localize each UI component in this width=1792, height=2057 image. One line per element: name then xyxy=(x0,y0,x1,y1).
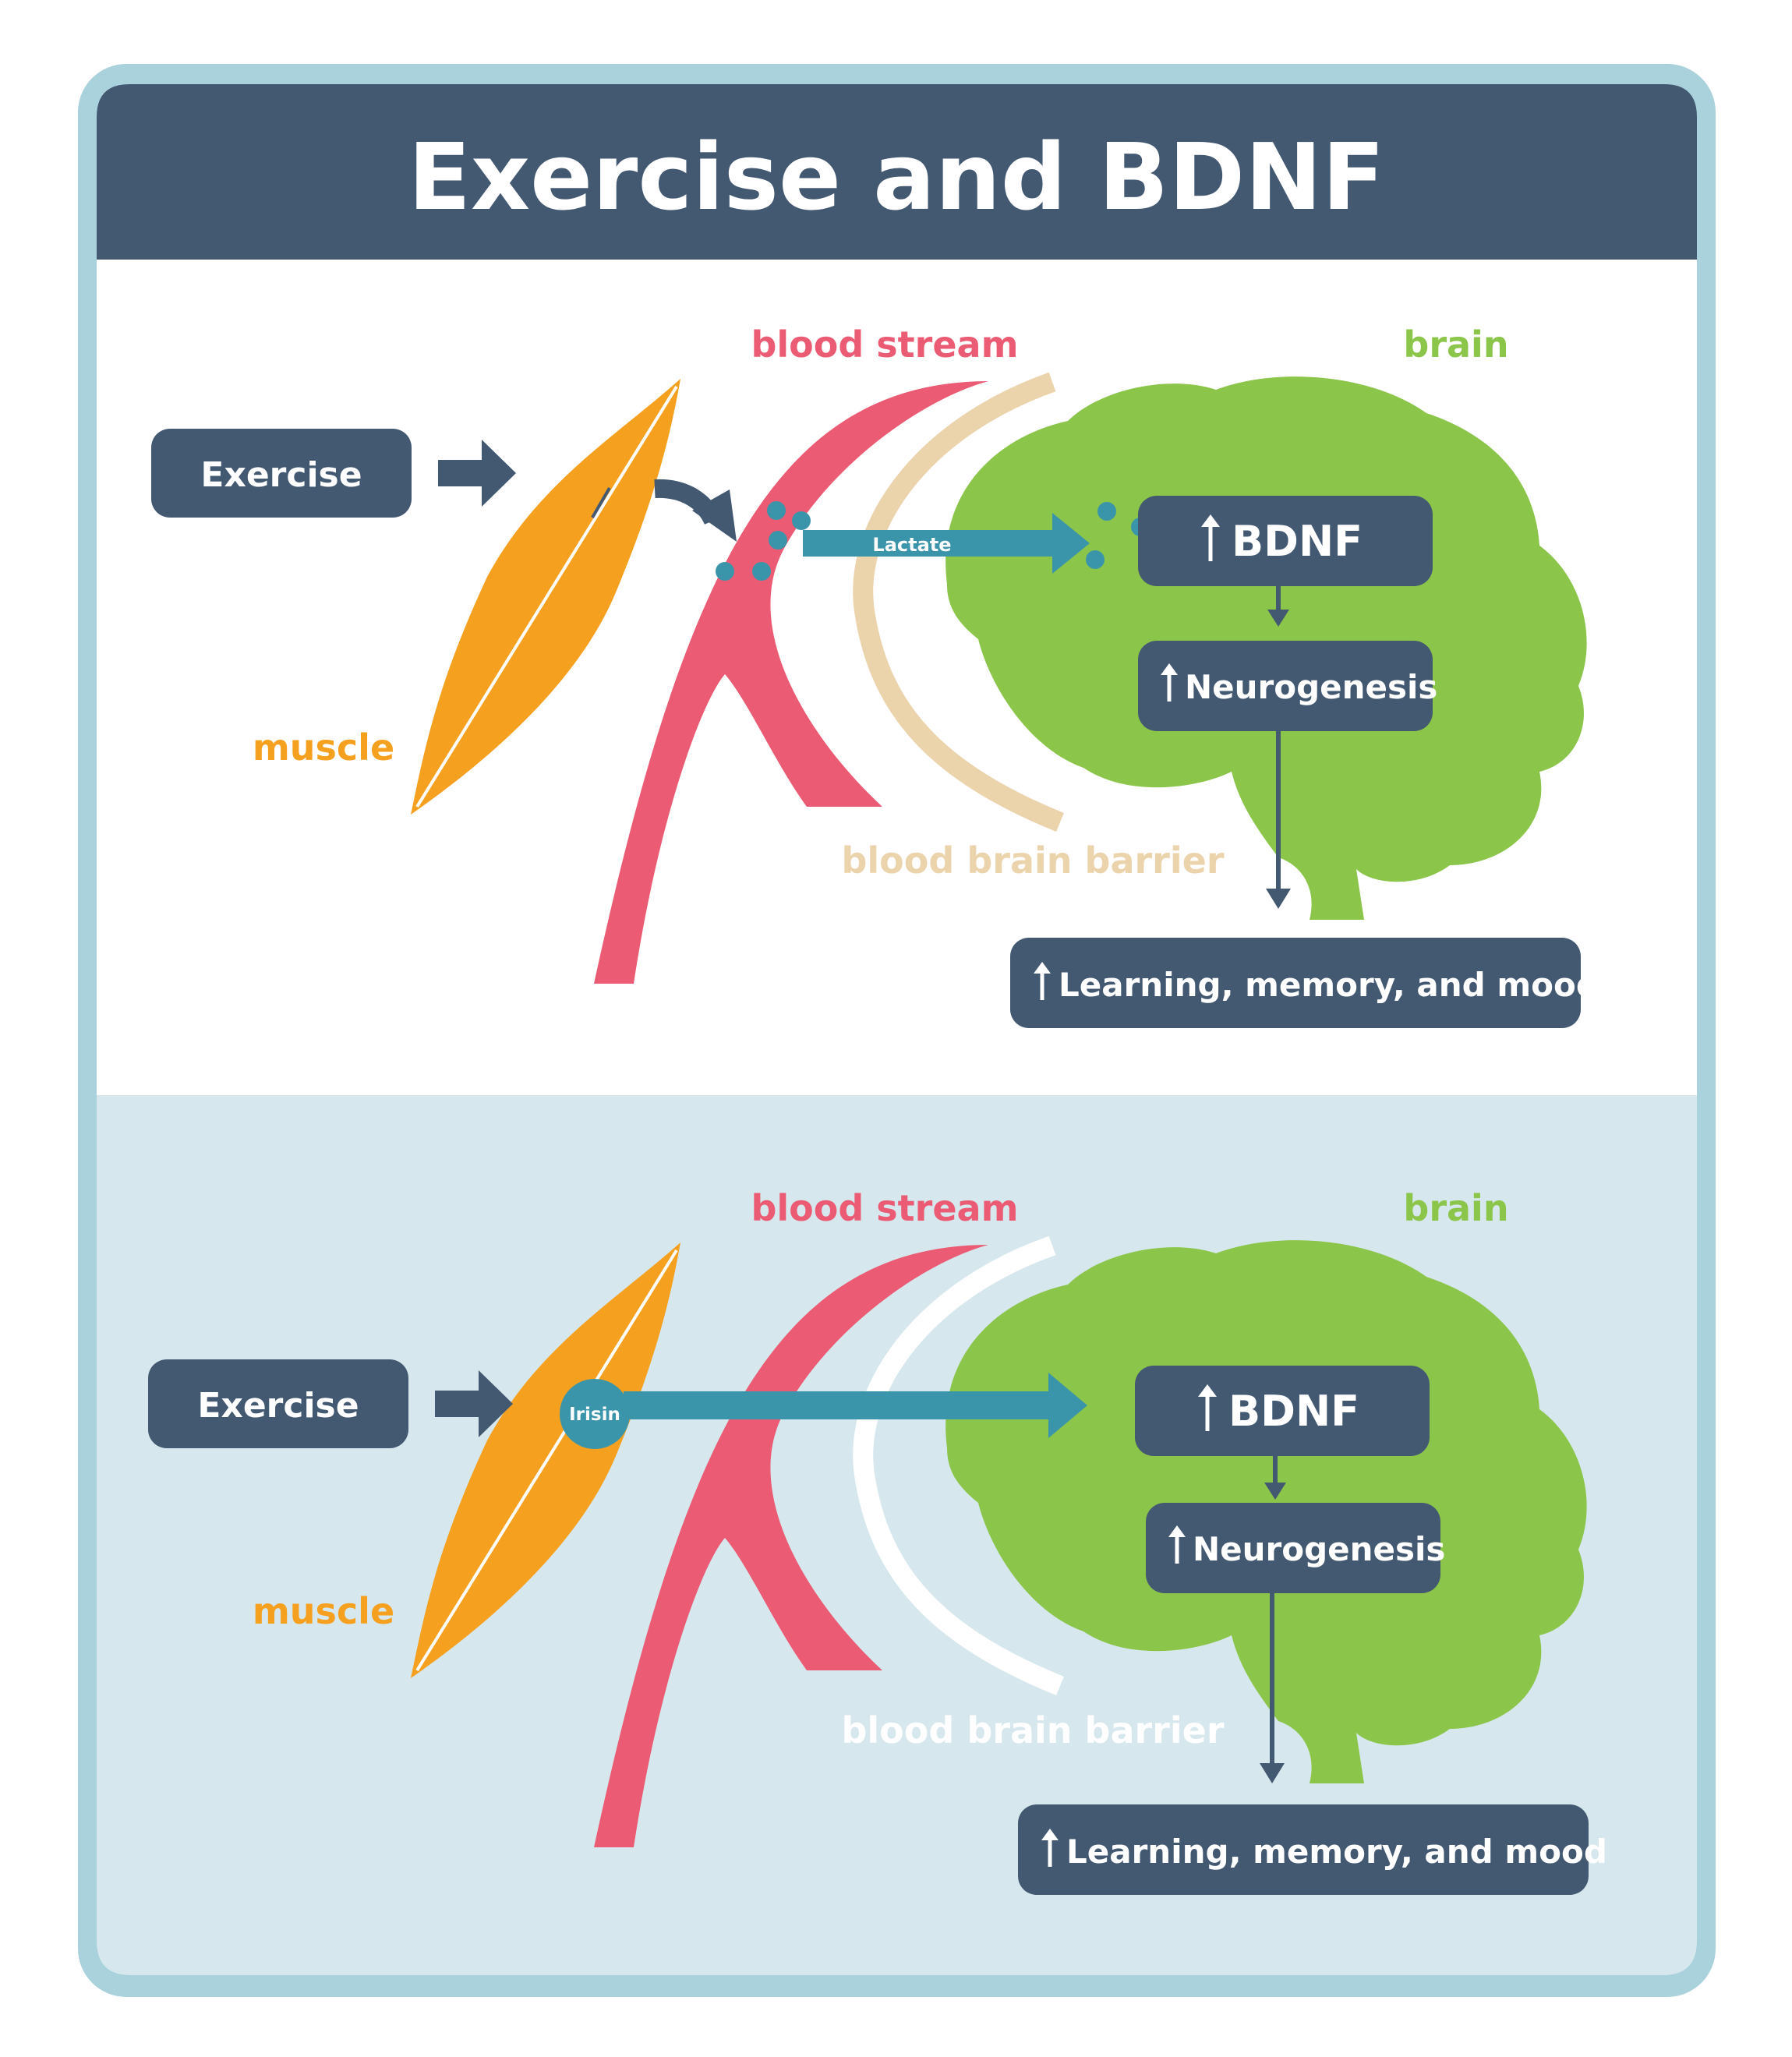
bdnf-label: BDNF xyxy=(1228,1387,1359,1436)
irisin-arrow xyxy=(624,1373,1087,1438)
lactate-dot xyxy=(767,501,786,520)
panel-lactate: Exercise Lactate BDNF xyxy=(151,323,1599,1028)
up-arrow-icon xyxy=(1201,514,1220,561)
neurogenesis-box xyxy=(1138,641,1433,731)
panel-irisin: Exercise Irisin BDNF Neurogenesis xyxy=(148,1187,1607,1895)
up-arrow-icon xyxy=(1168,1525,1186,1564)
exercise-box xyxy=(151,429,412,518)
blood-brain-barrier xyxy=(853,1235,1064,1696)
outcome-label: Learning, memory, and mood xyxy=(1059,966,1599,1004)
brain-label: brain xyxy=(1403,323,1508,366)
lactate-dot xyxy=(716,562,734,581)
arrow-exercise-to-muscle xyxy=(438,440,516,507)
lactate-dots xyxy=(716,501,1150,581)
barrier-label: blood brain barrier xyxy=(841,1709,1224,1751)
barrier-label: blood brain barrier xyxy=(841,839,1224,882)
arrow-bdnf-to-neurogenesis-head xyxy=(1267,610,1289,627)
lactate-label: Lactate xyxy=(872,534,951,556)
up-arrow-icon xyxy=(1198,1384,1217,1431)
up-arrow-icon xyxy=(1161,663,1178,702)
muscle-fiber-line xyxy=(415,1249,678,1672)
arrow-exercise-to-muscle xyxy=(435,1370,513,1437)
exercise-label: Exercise xyxy=(197,1386,359,1426)
irisin-label: Irisin xyxy=(569,1405,620,1425)
bdnf-label: BDNF xyxy=(1232,517,1363,566)
lactate-dot xyxy=(752,562,771,581)
lactate-dot xyxy=(792,511,811,530)
muscle-label: muscle xyxy=(253,726,394,769)
up-arrow-icon xyxy=(1041,1829,1059,1867)
arrow-neurogenesis-to-outcome-head xyxy=(1260,1763,1285,1783)
blood-stream-label: blood stream xyxy=(751,1187,1018,1229)
arrow-bdnf-to-neurogenesis-head xyxy=(1264,1483,1286,1500)
lactate-dot xyxy=(1097,502,1116,521)
brain-label: brain xyxy=(1403,1187,1508,1229)
blood-brain-barrier xyxy=(853,372,1064,832)
muscle-fiber-line xyxy=(415,385,678,808)
lactate-arrow xyxy=(803,513,1090,574)
outcome-box xyxy=(1018,1804,1589,1895)
lactate-dot xyxy=(769,531,787,550)
header-bar xyxy=(97,84,1697,260)
muscle-label: muscle xyxy=(253,1590,394,1632)
blood-vessel xyxy=(594,381,988,984)
muscle-fiber-mark xyxy=(591,486,611,519)
arrow-muscle-to-blood-head xyxy=(692,490,737,542)
lactate-dot xyxy=(1086,550,1105,569)
arrow-neurogenesis-to-outcome-head xyxy=(1266,889,1291,909)
neurogenesis-box xyxy=(1146,1503,1440,1593)
outcome-label: Learning, memory, and mood xyxy=(1066,1833,1607,1871)
exercise-label: Exercise xyxy=(200,455,362,495)
neurogenesis-label: Neurogenesis xyxy=(1193,1530,1445,1568)
page-title: Exercise and BDNF xyxy=(408,123,1384,231)
neurogenesis-label: Neurogenesis xyxy=(1185,668,1437,706)
irisin-molecule xyxy=(560,1379,630,1449)
blood-vessel xyxy=(594,1245,988,1847)
up-arrow-icon xyxy=(1034,962,1051,1000)
outcome-box xyxy=(1010,938,1581,1028)
blood-stream-label: blood stream xyxy=(751,323,1018,366)
exercise-box xyxy=(148,1359,408,1448)
